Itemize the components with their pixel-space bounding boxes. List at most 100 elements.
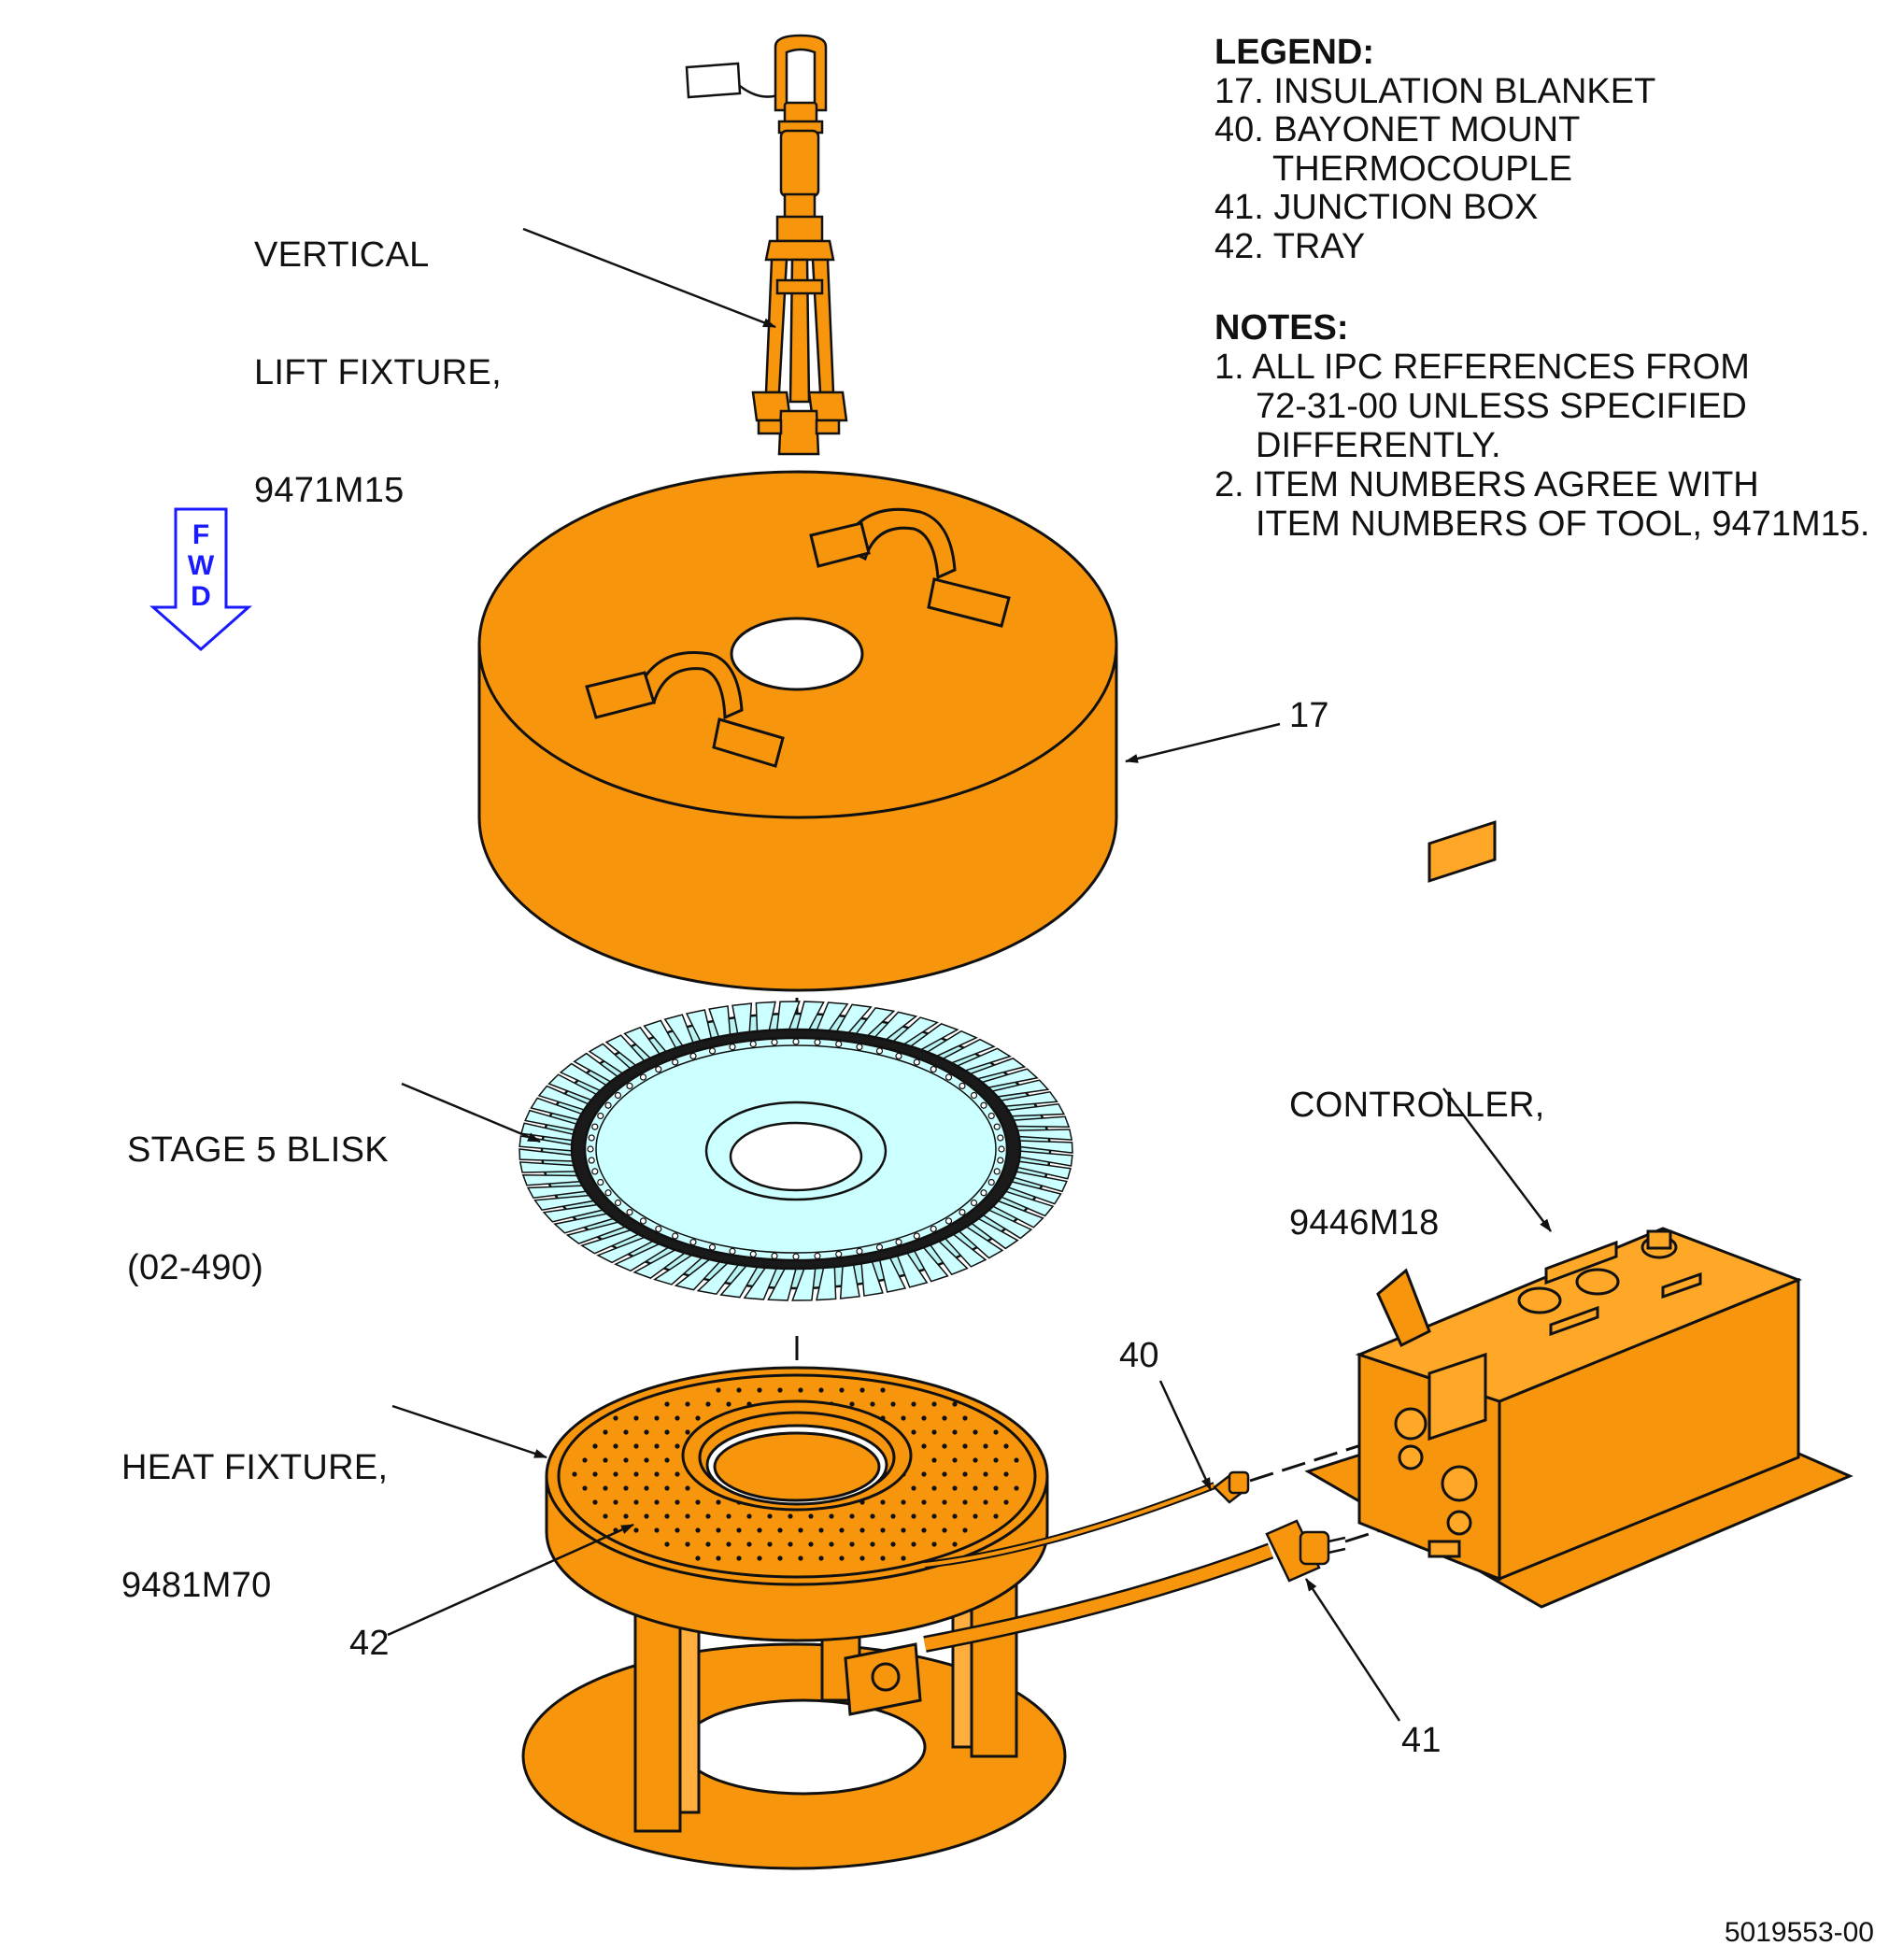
bolt-hole xyxy=(672,1058,679,1066)
tray-perforation xyxy=(623,1485,629,1491)
tray-perforation xyxy=(675,1471,680,1477)
tray-perforation xyxy=(685,1429,690,1435)
tray-perforation xyxy=(613,1415,618,1421)
tray-perforation xyxy=(633,1415,639,1421)
tray-perforation xyxy=(603,1513,608,1519)
tray-perforation xyxy=(726,1541,731,1547)
vertical-lift-fixture xyxy=(685,34,848,456)
tray-perforation xyxy=(603,1485,608,1491)
tray-perforation xyxy=(952,1541,958,1547)
tray-perforation xyxy=(716,1527,721,1533)
tray-perforation xyxy=(931,1541,937,1547)
tray-perforation xyxy=(664,1457,670,1463)
tray-perforation xyxy=(654,1471,660,1477)
tray-perforation xyxy=(746,1541,752,1547)
tray-perforation xyxy=(705,1401,711,1407)
tray-perforation xyxy=(818,1555,824,1561)
bolt-hole xyxy=(587,1145,594,1153)
bolt-hole xyxy=(970,1091,978,1100)
tray-perforation xyxy=(962,1527,968,1533)
tray-perforation xyxy=(633,1499,639,1505)
note-2: 2. ITEM NUMBERS AGREE WITH xyxy=(1214,465,1759,504)
bolt-hole xyxy=(930,1225,937,1233)
tray-perforation xyxy=(736,1527,742,1533)
bolt-hole xyxy=(626,1082,633,1090)
tray-perforation xyxy=(798,1555,803,1561)
bolt-hole xyxy=(749,1040,757,1048)
tray-perforation xyxy=(880,1555,886,1561)
tray-perforation xyxy=(592,1471,598,1477)
fwd-arrow xyxy=(149,507,252,652)
legend: LEGEND: 17. INSULATION BLANKET 40. BAYON… xyxy=(1214,33,1656,266)
bolt-hole xyxy=(930,1065,937,1073)
bolt-hole xyxy=(614,1199,622,1207)
tray-perforation xyxy=(952,1513,958,1519)
tray-perforation xyxy=(695,1415,701,1421)
tray-perforation xyxy=(685,1513,690,1519)
tray-perforation xyxy=(901,1415,906,1421)
tray-perforation xyxy=(736,1555,742,1561)
tray-perforation xyxy=(962,1499,968,1505)
tray-perforation xyxy=(973,1485,978,1491)
bolt-hole xyxy=(689,1052,697,1060)
tray-perforation xyxy=(633,1471,639,1477)
tray-perforation xyxy=(654,1415,660,1421)
tray-perforation xyxy=(931,1457,937,1463)
tray-perforation xyxy=(644,1485,649,1491)
bolt-hole xyxy=(655,1225,662,1233)
legend-item-42: 42. TRAY xyxy=(1214,226,1366,266)
tray-perforation xyxy=(603,1457,608,1463)
bolt-hole xyxy=(980,1189,987,1197)
tray-perforation xyxy=(911,1541,916,1547)
bolt-hole xyxy=(588,1134,595,1142)
bolt-hole xyxy=(604,1189,612,1197)
document-number: 5019553-00 xyxy=(1724,1917,1874,1948)
heat-fixture xyxy=(521,1366,1274,1870)
tray-perforation xyxy=(942,1471,947,1477)
tray-perforation xyxy=(942,1415,947,1421)
tray-perforation xyxy=(767,1541,773,1547)
tray-perforation xyxy=(921,1415,927,1421)
bolt-hole xyxy=(639,1073,647,1081)
tray-perforation xyxy=(849,1541,855,1547)
tray-perforation xyxy=(921,1471,927,1477)
tray-perforation xyxy=(644,1429,649,1435)
controller xyxy=(1304,820,1853,1609)
tray-perforation xyxy=(931,1485,937,1491)
tray-perforation xyxy=(1014,1457,1019,1463)
legend-item-40: 40. BAYONET MOUNT xyxy=(1214,110,1581,149)
tray-perforation xyxy=(654,1527,660,1533)
fwd-letter-d: D xyxy=(191,581,211,612)
item-40-callout: 40 xyxy=(1119,1336,1159,1375)
bolt-hole xyxy=(708,1047,717,1055)
legend-item-17: 17. INSULATION BLANKET xyxy=(1214,71,1656,111)
tray-perforation xyxy=(983,1499,988,1505)
tray-perforation xyxy=(859,1387,865,1393)
bolt-hole xyxy=(835,1040,843,1048)
bolt-hole xyxy=(997,1157,1004,1164)
tray-perforation xyxy=(880,1387,886,1393)
tray-perforation xyxy=(644,1457,649,1463)
bolt-hole xyxy=(792,1038,800,1045)
bolt-hole xyxy=(597,1112,604,1120)
tray-perforation xyxy=(890,1401,896,1407)
bolt-hole xyxy=(998,1145,1005,1153)
bolt-hole xyxy=(749,1250,757,1258)
bolt-hole xyxy=(689,1238,697,1246)
tray-perforation xyxy=(890,1541,896,1547)
tray-perforation xyxy=(726,1513,731,1519)
bolt-hole xyxy=(959,1082,966,1090)
tray-perforation xyxy=(736,1387,742,1393)
bolt-hole xyxy=(913,1232,920,1240)
bolt-hole xyxy=(970,1199,978,1207)
tray-perforation xyxy=(777,1527,783,1533)
tray-perforation xyxy=(890,1513,896,1519)
item-41-callout: 41 xyxy=(1401,1721,1442,1760)
tray-perforation xyxy=(952,1457,958,1463)
tray-perforation xyxy=(777,1387,783,1393)
item-42-callout: 42 xyxy=(349,1624,390,1663)
tray-perforation xyxy=(973,1513,978,1519)
legend-title: LEGEND: xyxy=(1214,33,1374,72)
tray-perforation xyxy=(880,1499,886,1505)
bolt-hole xyxy=(944,1073,953,1081)
